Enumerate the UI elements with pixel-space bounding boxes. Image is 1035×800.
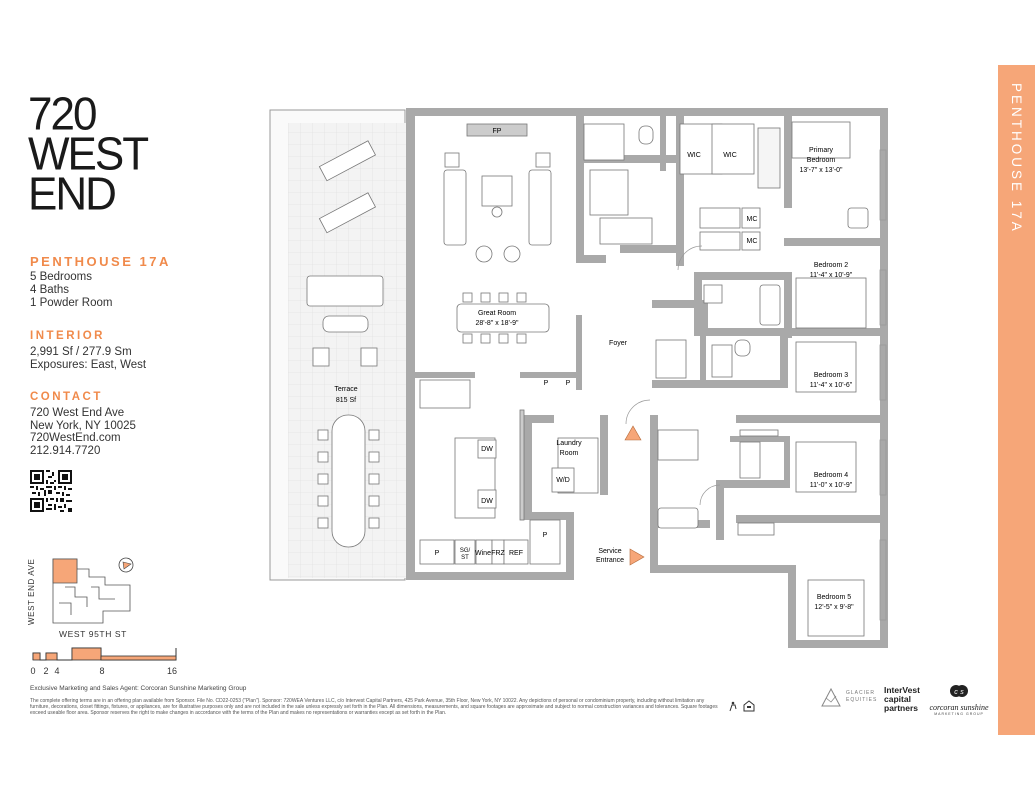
terrace-furniture (306, 140, 384, 548)
exposures: Exposures: East, West (30, 359, 147, 371)
sales-agent-text: Exclusive Marketing and Sales Agent: Cor… (30, 685, 247, 692)
equal-housing-icon (729, 700, 755, 712)
pantry-label-4: P (435, 550, 440, 557)
corcoran-sunshine-logo: c s corcoran sunshine MARKETING GROUP (924, 684, 994, 716)
logo-line-2: WEST (28, 128, 149, 181)
scale-tick-0: 0 (30, 666, 35, 676)
door-swings (625, 245, 721, 506)
dishwasher-label-2: DW (481, 498, 493, 505)
great-room-label: Great Room (478, 310, 516, 317)
contact-address-2: New York, NY 10025 (30, 419, 136, 432)
wine-label: Wine (475, 550, 491, 557)
intervest-logo: InterVest capital partners (884, 686, 920, 713)
svg-text:c: c (954, 689, 958, 696)
residence-title: PENTHOUSE 17A (30, 254, 171, 269)
residence-details: 5 Bedrooms 4 Baths 1 Powder Room (30, 271, 112, 310)
bedroom-2-label: Bedroom 2 (814, 262, 848, 269)
interior-details: 2,991 Sf / 277.9 Sm Exposures: East, Wes… (30, 346, 146, 372)
terrace-area: 815 Sf (336, 397, 356, 404)
sidebar-label: PENTHOUSE 17A (1009, 83, 1024, 234)
refrigerator-label: REF (509, 550, 523, 557)
laundry-label-2: Room (560, 450, 579, 457)
main-entrance-marker (624, 425, 642, 441)
logo-line-3: END (28, 168, 117, 221)
bedrooms-count: 5 Bedrooms (30, 271, 93, 283)
washer-dryer-label: W/D (556, 477, 570, 484)
west-95th-st-label: WEST 95TH ST (59, 629, 127, 638)
scale-tick-4: 4 (54, 666, 59, 676)
contact-phone[interactable]: 212.914.7720 (30, 445, 101, 458)
service-entrance-marker (629, 548, 645, 566)
bedroom-5-dims: 12'-5" x 9'-8" (814, 604, 854, 611)
scale-tick-16: 16 (167, 666, 177, 676)
interior-area: 2,991 Sf / 277.9 Sm (30, 346, 132, 358)
service-entrance-label-2: Entrance (596, 557, 624, 564)
bath-fixtures (583, 123, 781, 536)
bedroom-5-label: Bedroom 5 (817, 594, 851, 601)
bedroom-4-dims: 11'-0" x 10'-9" (810, 482, 853, 489)
walls (406, 108, 888, 648)
intervest-line-1: InterVest (884, 685, 920, 695)
scale-bar: 0 2 4 8 16 (30, 647, 177, 676)
great-room-furniture (419, 123, 599, 521)
bedroom-4-label: Bedroom 4 (814, 472, 848, 479)
foyer-label: Foyer (609, 340, 628, 347)
terrace-label: Terrace (334, 386, 357, 393)
dishwasher-label-1: DW (481, 446, 493, 453)
scale-tick-2: 2 (43, 666, 48, 676)
service-entrance-label-1: Service (598, 548, 621, 555)
east-windows (879, 149, 887, 621)
corcoran-emblem-icon: c s (950, 685, 968, 697)
wic-label-2: WIC (723, 152, 737, 159)
contact-address-1: 720 West End Ave (30, 407, 125, 419)
bedroom-2-dims: 11'-4" x 10'-9" (810, 272, 853, 279)
svg-text:s: s (960, 689, 964, 696)
bedroom-3-label: Bedroom 3 (814, 372, 848, 379)
penthouse-sidebar: PENTHOUSE 17A (998, 65, 1035, 735)
scale-tick-8: 8 (99, 666, 104, 676)
beds (791, 121, 869, 637)
fireplace-label: FP (493, 128, 502, 135)
contact-details: 720 West End Ave New York, NY 10025 720W… (30, 407, 136, 458)
logo-line-1: 720 (28, 88, 97, 141)
floor-plan: Terrace 815 Sf FP Great Room 28'-8" x 18… (269, 108, 888, 648)
west-end-ave-label: WEST END AVE (27, 559, 36, 625)
bedroom-3-dims: 11'-4" x 10'-6" (810, 382, 853, 389)
contact-website[interactable]: 720WestEnd.com (30, 432, 121, 445)
key-plan: WEST END AVE WEST 95TH ST (27, 557, 134, 638)
unit-highlight (52, 558, 78, 584)
intervest-line-3: partners (884, 703, 919, 713)
glacier-text-1: GLACIER (846, 690, 875, 696)
mc-label-1: MC (747, 216, 758, 223)
sg-label: SG/ (460, 548, 471, 554)
glacier-text-2: EQUITIES (846, 697, 878, 703)
primary-bedroom-dims: 13'-7" x 13'-0" (799, 167, 843, 174)
great-room-dims: 28'-8" x 18'-9" (475, 320, 519, 327)
st-label: ST (461, 555, 469, 561)
pantry-label-3: P (543, 532, 548, 539)
baths-count: 4 Baths (30, 284, 69, 296)
legal-disclaimer: The complete offering terms are in an of… (30, 698, 718, 717)
corcoran-text: corcoran sunshine (929, 703, 989, 712)
glacier-mountain-icon (821, 687, 841, 707)
appliance-strip (419, 519, 561, 565)
primary-bedroom-label-2: Bedroom (807, 157, 836, 164)
pantry-label-2: P (566, 380, 571, 387)
corcoran-subtext: MARKETING GROUP (934, 712, 984, 716)
primary-bedroom-label-1: Primary (809, 147, 834, 154)
intervest-line-2: capital (884, 694, 911, 704)
contact-title: CONTACT (30, 391, 103, 403)
laundry-label-1: Laundry (556, 440, 582, 447)
interior-title: INTERIOR (30, 330, 105, 342)
qr-code[interactable] (30, 470, 72, 512)
mc-label-2: MC (747, 238, 758, 245)
freezer-label: FRZ (491, 550, 505, 557)
wic-label-1: WIC (687, 152, 701, 159)
pantry-label-1: P (544, 380, 549, 387)
powder-room-count: 1 Powder Room (30, 297, 113, 309)
logo: 720 WEST END (28, 88, 168, 221)
